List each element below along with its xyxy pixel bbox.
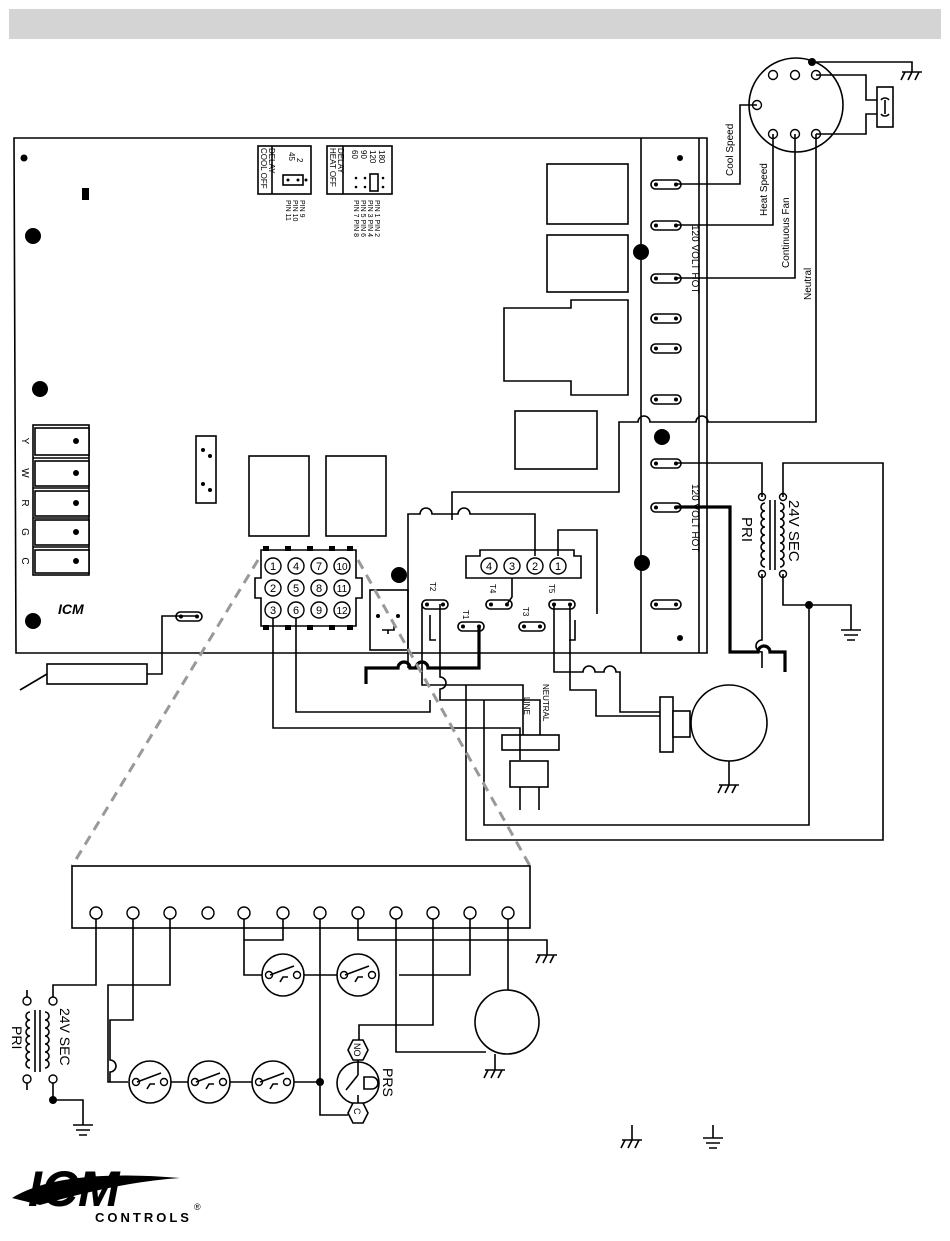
- ladder-pri-label: PRI: [9, 1026, 25, 1049]
- svg-text:PIN 3 PIN 4: PIN 3 PIN 4: [366, 200, 373, 237]
- terminal-label-r: R: [19, 499, 30, 506]
- neutral-label: NEUTRAL: [541, 684, 550, 722]
- inducer-motor: [659, 684, 768, 762]
- svg-text:2: 2: [270, 583, 276, 595]
- svg-text:1: 1: [270, 561, 276, 573]
- transformer: PRI 24V SEC: [738, 492, 802, 579]
- fuse: [46, 663, 148, 685]
- twelve-pin-connector: 1 4 7 10 2 5 8 11 3 6 9 12: [254, 546, 363, 630]
- line-plug: LINE NEUTRAL: [501, 684, 560, 810]
- svg-text:11: 11: [337, 584, 348, 595]
- svg-text:DELAY: DELAY: [267, 148, 276, 174]
- line-label: LINE: [522, 697, 531, 715]
- relay-5: [503, 299, 629, 396]
- svg-text:90: 90: [359, 150, 368, 159]
- svg-text:5: 5: [293, 583, 299, 595]
- terminal-t4: T4: [485, 584, 513, 610]
- ladder-sec-label: 24V SEC: [57, 1008, 73, 1066]
- svg-text:9: 9: [316, 605, 322, 617]
- svg-text:12: 12: [336, 606, 348, 617]
- logo-sub: CONTROLS: [95, 1210, 192, 1225]
- terminal-t5: T5: [547, 584, 576, 610]
- terminal-label-y: Y: [19, 438, 30, 445]
- svg-text:7: 7: [316, 561, 322, 573]
- prs-label: PRS: [380, 1068, 396, 1097]
- volt-hot-top-label: 120 VOLT HOT: [689, 225, 700, 294]
- upper-wiring: Cool Speed Heat Speed Continuous Fan Neu…: [147, 61, 922, 841]
- svg-text:T3: T3: [521, 607, 530, 617]
- wire-label-neutral: Neutral: [803, 268, 814, 300]
- svg-text:T5: T5: [547, 584, 556, 594]
- svg-text:DELAY: DELAY: [336, 148, 345, 174]
- blower-motor-plug: [748, 57, 894, 153]
- svg-text:4: 4: [293, 561, 299, 573]
- control-board: Y W R G C COOL OFF DELAY 45 2 PIN 11 PIN…: [13, 137, 708, 654]
- board-logo: ICM: [58, 601, 84, 617]
- four-pin-connector: 4 3 2 1: [465, 549, 582, 579]
- terminal-label-g: G: [19, 528, 30, 536]
- transformer-pri-label: PRI: [738, 517, 755, 542]
- svg-text:10: 10: [336, 562, 348, 573]
- volt-hot-bottom-label: 120 VOLT HOT: [689, 484, 700, 553]
- svg-text:T2: T2: [428, 582, 437, 592]
- logo-brand: ICM: [28, 1161, 121, 1217]
- svg-text:PIN 1 PIN 2: PIN 1 PIN 2: [373, 200, 380, 237]
- svg-text:180: 180: [377, 150, 386, 164]
- cool-off-delay-jumper: COOL OFF DELAY 45 2 PIN 11 PIN 10 PIN 9: [257, 145, 312, 222]
- svg-text:60: 60: [350, 150, 359, 159]
- svg-text:45: 45: [287, 152, 296, 161]
- svg-text:4: 4: [486, 561, 492, 573]
- header-bar: [9, 9, 941, 39]
- relay-1: [248, 455, 310, 537]
- prs-c-label: C: [352, 1108, 362, 1115]
- relay-3: [546, 163, 629, 225]
- svg-text:PIN 7 PIN 8: PIN 7 PIN 8: [352, 200, 359, 237]
- svg-text:3: 3: [270, 605, 276, 617]
- terminal-label-c: C: [19, 557, 30, 564]
- svg-text:COOL OFF: COOL OFF: [259, 148, 268, 189]
- svg-text:PIN 10: PIN 10: [291, 200, 298, 222]
- wire-label-heat-speed: Heat Speed: [759, 163, 770, 216]
- svg-text:2: 2: [295, 158, 304, 163]
- svg-text:HEAT OFF: HEAT OFF: [328, 148, 337, 187]
- prs-no-label: NO: [352, 1043, 362, 1057]
- relay-6: [514, 410, 598, 470]
- svg-text:2: 2: [532, 561, 538, 573]
- svg-text:T4: T4: [488, 584, 497, 594]
- terminal-t2: T2: [421, 582, 449, 610]
- svg-text:T1: T1: [461, 610, 470, 620]
- terminal-label-w: W: [19, 468, 30, 478]
- wire-label-continuous-fan: Continuous Fan: [781, 197, 792, 268]
- wire-label-cool-speed: Cool Speed: [725, 124, 736, 176]
- right-terminal-strip: 120 VOLT HOT 120 VOLT HOT: [640, 138, 700, 653]
- terminal-t3: T3: [518, 607, 546, 632]
- svg-text:PIN 11: PIN 11: [284, 200, 291, 221]
- ground-symbols-legend: [620, 1125, 723, 1149]
- relay-2: [325, 455, 387, 537]
- svg-text:8: 8: [316, 583, 322, 595]
- logo-reg: ®: [194, 1202, 201, 1212]
- icm-controls-logo: ICM CONTROLS ®: [12, 1161, 201, 1225]
- svg-text:1: 1: [555, 561, 561, 573]
- svg-text:PIN 5 PIN 6: PIN 5 PIN 6: [359, 200, 366, 237]
- transformer-sec-label: 24V SEC: [785, 500, 802, 562]
- svg-text:PIN 9: PIN 9: [298, 200, 305, 218]
- heat-off-delay-jumper: HEAT OFF DELAY 60 90 120 180 PIN 7 PIN 8…: [326, 145, 393, 237]
- svg-text:3: 3: [509, 561, 515, 573]
- relay-4: [546, 234, 629, 293]
- svg-text:6: 6: [293, 605, 299, 617]
- svg-text:120: 120: [368, 150, 377, 164]
- ladder-detail: PRI 24V SEC NO C PRS: [9, 865, 557, 1136]
- thermostat-terminal-block: Y W R G C: [19, 424, 90, 576]
